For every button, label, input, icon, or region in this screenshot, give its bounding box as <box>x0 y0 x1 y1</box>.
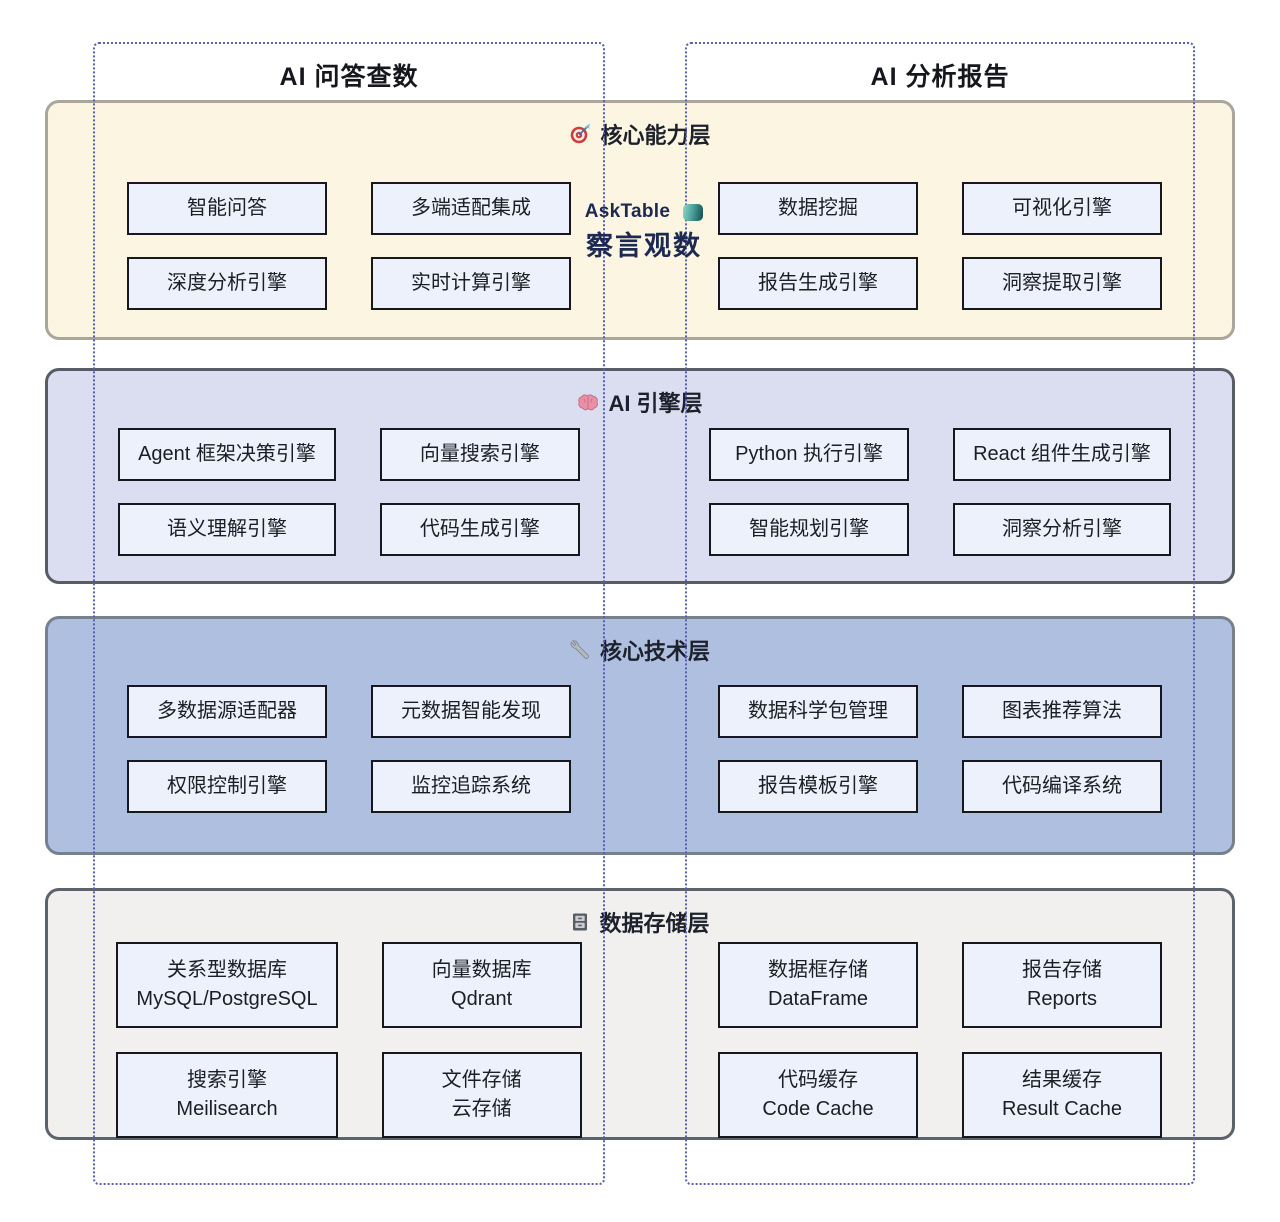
storage-right-grid: 数据框存储 DataFrame 报告存储 Reports 代码缓存 Code Cache 结… <box>685 942 1195 1138</box>
component-box: 代码生成引擎 <box>379 503 580 556</box>
component-box: 向量搜索引擎 <box>379 428 580 481</box>
component-box: 实时计算引擎 <box>371 257 571 310</box>
component-box: 关系型数据库 MySQL/PostgreSQL <box>116 942 338 1028</box>
component-box: 数据框存储 DataFrame <box>718 942 918 1028</box>
layer-title-text: AI 引擎层 <box>608 391 703 416</box>
component-box: 搜索引擎 Meilisearch <box>116 1052 338 1138</box>
component-box: 报告生成引擎 <box>718 257 918 310</box>
column-ai-qa-label: AI 问答查数 <box>279 63 419 91</box>
layer-capability-title: 核心能力层 <box>48 118 1232 150</box>
component-box-line2: Qdrant <box>451 988 513 1010</box>
component-box-line2: DataFrame <box>767 988 869 1010</box>
component-box-line1: 关系型数据库 <box>167 959 287 981</box>
component-box-line2: Meilisearch <box>176 1098 278 1120</box>
capability-left-grid: 智能问答多端适配集成深度分析引擎实时计算引擎 <box>93 182 605 310</box>
layer-ai-engine: AI 引擎层 Agent 框架决策引擎向量搜索引擎语义理解引擎代码生成引擎 Py… <box>45 368 1235 584</box>
component-box: Python 执行引擎 <box>709 428 910 481</box>
asktable-logo-top: AskTable <box>577 201 711 223</box>
ai-engine-left-grid: Agent 框架决策引擎向量搜索引擎语义理解引擎代码生成引擎 <box>93 428 605 556</box>
component-box-line1: 数据框存储 <box>768 959 868 981</box>
component-box: 多端适配集成 <box>371 182 571 235</box>
component-box-line2: Code Cache <box>762 1098 874 1120</box>
asktable-logo-name: AskTable <box>584 201 671 222</box>
layer-title-text: 核心技术层 <box>599 639 710 664</box>
component-box: 文件存储云存储 <box>381 1052 582 1138</box>
component-box: 代码编译系统 <box>962 760 1162 813</box>
storage-left-grid: 关系型数据库 MySQL/PostgreSQL 向量数据库 Qdrant 搜索引擎 Mei… <box>93 942 605 1138</box>
component-box: 可视化引擎 <box>962 182 1162 235</box>
core-tech-left-grid: 多数据源适配器元数据智能发现权限控制引擎监控追踪系统 <box>93 685 605 813</box>
core-tech-right-grid: 数据科学包管理图表推荐算法报告模板引擎代码编译系统 <box>685 685 1195 813</box>
ai-engine-right-grid: Python 执行引擎 React 组件生成引擎智能规划引擎洞察分析引擎 <box>685 428 1195 556</box>
layer-title-text: 核心能力层 <box>600 123 711 148</box>
target-icon <box>569 123 591 145</box>
teal-database-icon <box>683 203 704 221</box>
component-box-line1: 结果缓存 <box>1022 1069 1102 1091</box>
component-box: 结果缓存 Result Cache <box>962 1052 1162 1138</box>
component-box-line1: 文件存储 <box>441 1069 522 1091</box>
component-box-line1: 代码缓存 <box>778 1069 858 1091</box>
component-box: 深度分析引擎 <box>127 257 327 310</box>
component-box: 洞察分析引擎 <box>953 503 1171 556</box>
component-box: 智能问答 <box>127 182 327 235</box>
component-box: 多数据源适配器 <box>127 685 327 738</box>
component-box: 智能规划引擎 <box>709 503 910 556</box>
component-box: Agent 框架决策引擎 <box>118 428 336 481</box>
layer-storage: 数据存储层 关系型数据库 MySQL/PostgreSQL 向量数据库 Qdrant 搜… <box>45 888 1235 1140</box>
layer-storage-title: 数据存储层 <box>48 906 1232 938</box>
component-box: 向量数据库 Qdrant <box>381 942 582 1028</box>
component-box-line1: 搜索引擎 <box>187 1069 267 1091</box>
component-box: 报告模板引擎 <box>718 760 918 813</box>
layer-core-tech-title: 核心技术层 <box>48 634 1232 666</box>
column-ai-report-label: AI 分析报告 <box>870 63 1010 91</box>
component-box: 报告存储 Reports <box>962 942 1162 1028</box>
component-box-line2: Result Cache <box>1001 1098 1123 1120</box>
brain-icon <box>577 393 599 412</box>
component-box-line2: 云存储 <box>451 1098 512 1120</box>
component-box: 监控追踪系统 <box>371 760 571 813</box>
asktable-logo: AskTable 察言观数 <box>577 201 711 263</box>
component-box: 语义理解引擎 <box>118 503 336 556</box>
component-box: 元数据智能发现 <box>371 685 571 738</box>
layer-title-text: 数据存储层 <box>599 911 710 936</box>
wrench-icon <box>570 639 591 661</box>
component-box: 图表推荐算法 <box>962 685 1162 738</box>
component-box: 数据科学包管理 <box>718 685 918 738</box>
cabinet-icon <box>570 912 590 932</box>
component-box-line2: MySQL/PostgreSQL <box>136 988 318 1010</box>
component-box: 代码缓存 Code Cache <box>718 1052 918 1138</box>
component-box-line1: 报告存储 <box>1022 959 1102 981</box>
capability-right-grid: 数据挖掘可视化引擎报告生成引擎洞察提取引擎 <box>685 182 1195 310</box>
asktable-logo-chinese: 察言观数 <box>586 231 702 262</box>
component-box-line1: 向量数据库 <box>431 959 532 981</box>
component-box: 数据挖掘 <box>718 182 918 235</box>
layer-core-tech: 核心技术层 多数据源适配器元数据智能发现权限控制引擎监控追踪系统 数据科学包管理… <box>45 616 1235 855</box>
component-box: 洞察提取引擎 <box>962 257 1162 310</box>
layer-capability: 核心能力层 智能问答多端适配集成深度分析引擎实时计算引擎 数据挖掘可视化引擎报告… <box>45 100 1235 340</box>
layer-ai-engine-title: AI 引擎层 <box>48 386 1232 418</box>
component-box-line2: Reports <box>1026 988 1098 1010</box>
component-box: React 组件生成引擎 <box>953 428 1171 481</box>
component-box: 权限控制引擎 <box>127 760 327 813</box>
